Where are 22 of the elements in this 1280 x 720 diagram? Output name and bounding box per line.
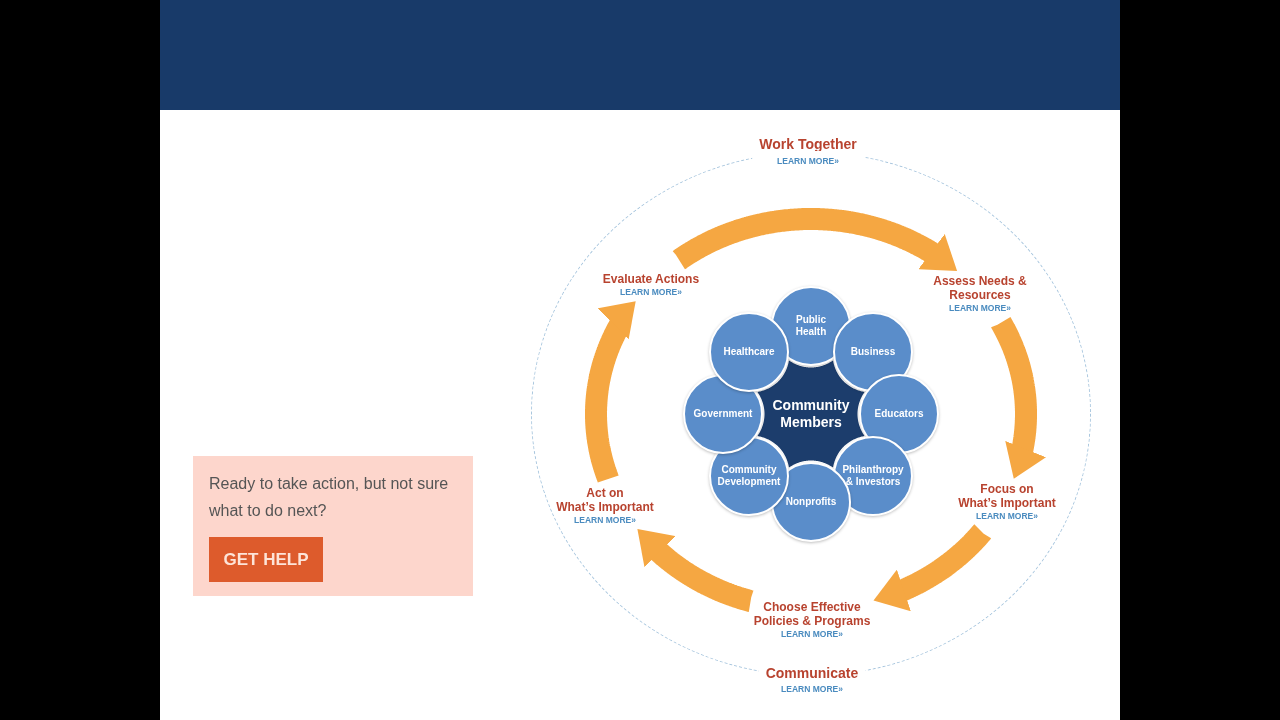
stage-title: Act on What’s Important: [556, 486, 654, 514]
stakeholder-label: Government: [693, 408, 753, 420]
learn-more-link: LEARN MORE»: [781, 628, 843, 640]
stage-title: Focus on What’s Important: [958, 482, 1056, 510]
get-help-button: GET HELP: [209, 537, 323, 582]
stakeholder-label: Community Development: [717, 464, 781, 488]
learn-more-link: LEARN MORE»: [976, 510, 1038, 522]
stakeholder-label: Nonprofits: [785, 496, 837, 508]
stakeholder-label: Healthcare: [723, 346, 775, 358]
learn-more-link: LEARN MORE»: [949, 302, 1011, 314]
stakeholder-label: Business: [850, 346, 896, 358]
stage-title: Evaluate Actions: [602, 272, 700, 286]
stage-title: Choose Effective Policies & Programs: [753, 600, 871, 628]
learn-more-link: LEARN MORE»: [574, 514, 636, 526]
stakeholder-label: Educators: [874, 408, 924, 420]
stakeholder-label: Public Health: [795, 314, 827, 338]
help-panel: [193, 456, 473, 596]
hub-label: Community Members: [772, 397, 850, 431]
stage-title: Assess Needs & Resources: [933, 274, 1027, 302]
learn-more-link: LEARN MORE»: [620, 286, 682, 298]
stakeholder-label: Philanthropy & Investors: [842, 464, 904, 488]
prompt-text: Ready to take action, but not sure what to do next?: [209, 474, 450, 521]
